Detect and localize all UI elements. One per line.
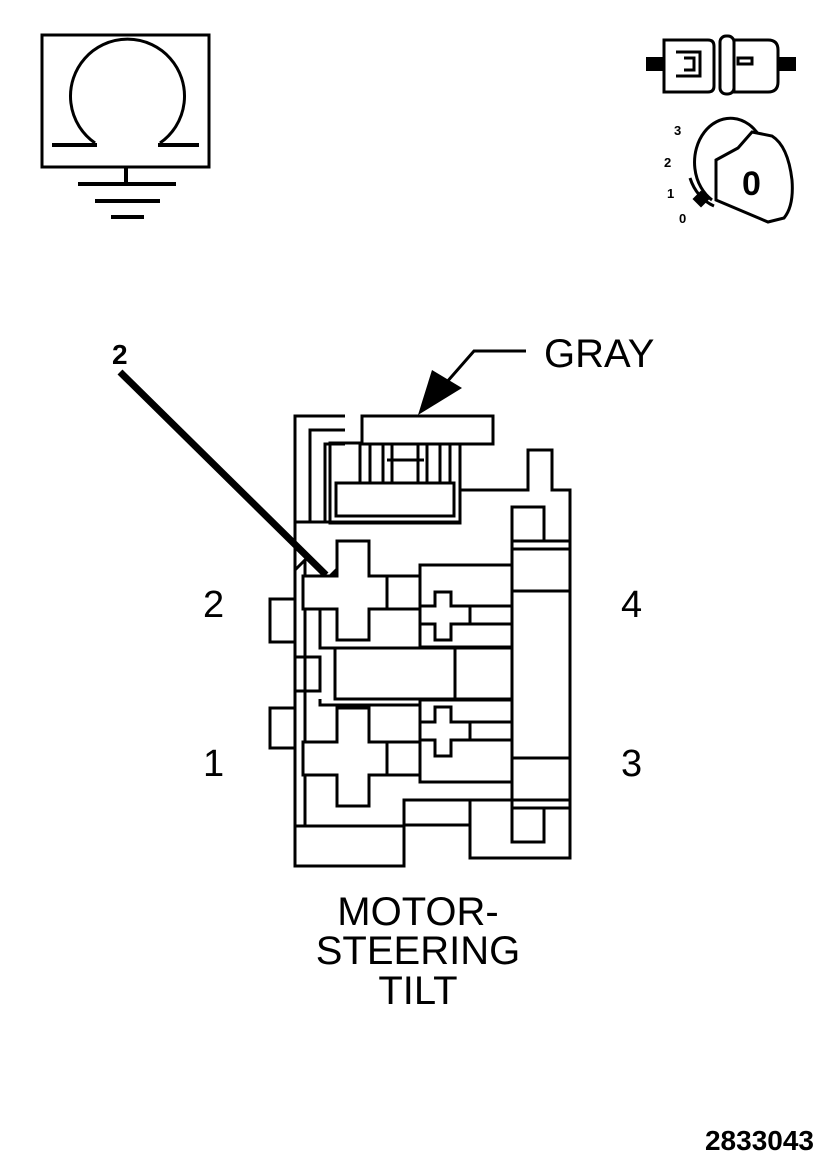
pin-number-1: 1 (203, 743, 224, 785)
key-position-3: 3 (674, 123, 681, 138)
pin-number-4: 4 (621, 584, 642, 626)
key-position-2: 2 (664, 155, 671, 170)
pin-callout-arrow (117, 369, 352, 603)
connector-face (268, 414, 572, 868)
pin-number-3: 3 (621, 743, 642, 785)
ohmmeter-ground-icon (40, 33, 211, 219)
key-label: 0 (742, 165, 761, 203)
connector-title-line-1: MOTOR- (337, 890, 498, 934)
connector-title-line-2: STEERING (316, 929, 520, 973)
color-label: GRAY (544, 332, 654, 376)
connector-disconnected-icon (646, 34, 796, 96)
key-position-1: 1 (667, 186, 674, 201)
pin-callout-number: 2 (112, 339, 128, 370)
ignition-key-off-icon: 3 2 1 0 0 (664, 116, 794, 226)
color-callout-arrow (418, 349, 526, 415)
connector-title-line-3: TILT (378, 969, 457, 1013)
pin-number-2: 2 (203, 584, 224, 626)
key-position-0: 0 (679, 211, 686, 226)
figure-number: 2833043 (705, 1125, 814, 1156)
